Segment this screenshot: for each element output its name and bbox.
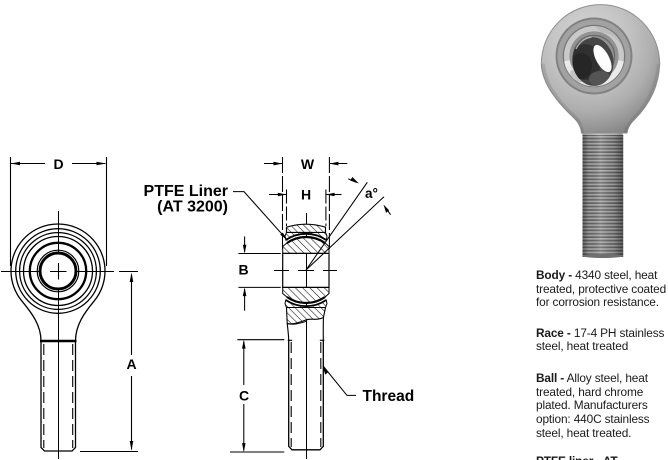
svg-text:H: H bbox=[301, 187, 311, 203]
svg-text:PTFE Liner: PTFE Liner bbox=[144, 183, 228, 200]
svg-text:(AT 3200): (AT 3200) bbox=[157, 199, 228, 216]
svg-text:a°: a° bbox=[365, 186, 378, 201]
svg-text:C: C bbox=[239, 388, 249, 404]
svg-text:D: D bbox=[53, 156, 63, 172]
svg-text:A: A bbox=[126, 356, 136, 372]
svg-text:B: B bbox=[239, 262, 249, 278]
svg-text:W: W bbox=[301, 156, 315, 172]
svg-text:Thread: Thread bbox=[363, 388, 415, 405]
